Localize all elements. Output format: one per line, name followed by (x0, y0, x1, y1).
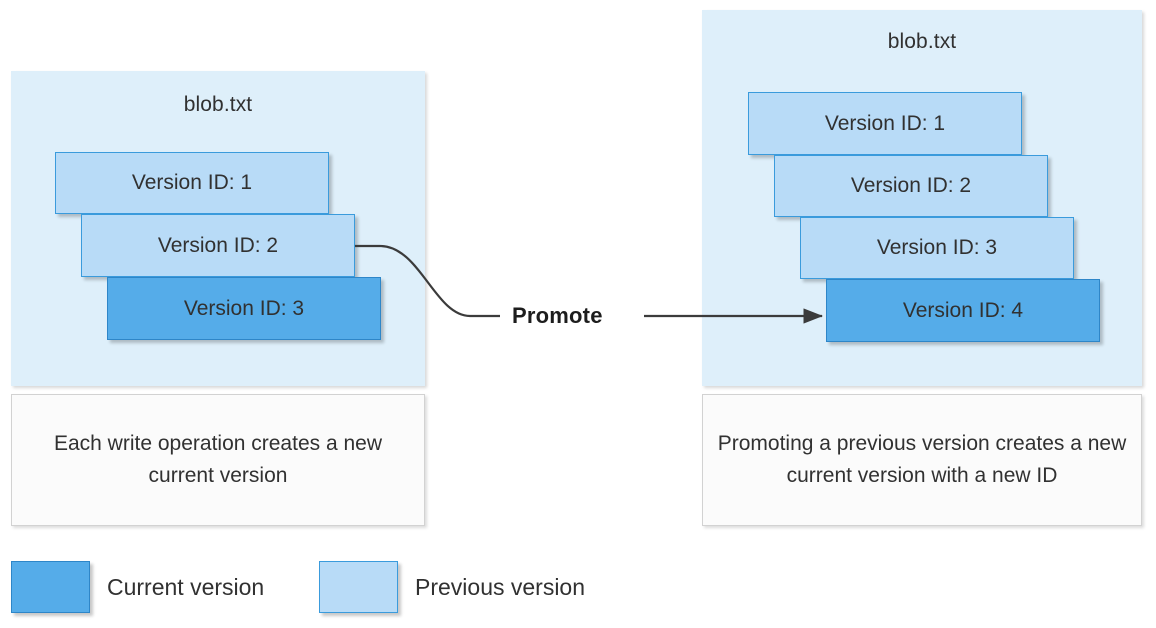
left-version-box-2[interactable]: Version ID: 2 (81, 214, 355, 277)
left-version-label-1: Version ID: 1 (131, 171, 253, 194)
right-version-box-4[interactable]: Version ID: 4 (826, 279, 1100, 342)
legend-label-current-version: Current version (107, 574, 265, 600)
left-caption-text: Each write operation creates a new curre… (53, 432, 382, 487)
right-version-label-1: Version ID: 1 (824, 111, 946, 135)
right-version-label-3: Version ID: 3 (876, 236, 998, 259)
promote-label: Promote (512, 303, 603, 328)
left-version-box-3[interactable]: Version ID: 3 (107, 277, 381, 340)
left-version-label-2: Version ID: 2 (157, 233, 279, 257)
right-version-box-3[interactable]: Version ID: 3 (800, 217, 1074, 279)
right-caption-box: Promoting a previous version creates a n… (702, 394, 1142, 526)
legend-label-previous-version: Previous version (415, 574, 586, 600)
right-version-box-2[interactable]: Version ID: 2 (774, 155, 1048, 217)
right-version-box-1[interactable]: Version ID: 1 (748, 92, 1022, 155)
right-version-label-4: Version ID: 4 (902, 298, 1024, 322)
left-panel-title: blob.txt (183, 93, 253, 116)
left-caption-box: Each write operation creates a new curre… (11, 394, 425, 526)
legend-swatch-current-version (11, 561, 90, 613)
left-version-label-3: Version ID: 3 (183, 296, 305, 320)
right-version-label-2: Version ID: 2 (850, 174, 972, 197)
left-version-box-1[interactable]: Version ID: 1 (55, 152, 329, 214)
legend-swatch-previous-version (319, 561, 398, 613)
right-caption-text: Promoting a previous version creates a n… (717, 432, 1127, 487)
right-panel-title: blob.txt (887, 30, 957, 53)
